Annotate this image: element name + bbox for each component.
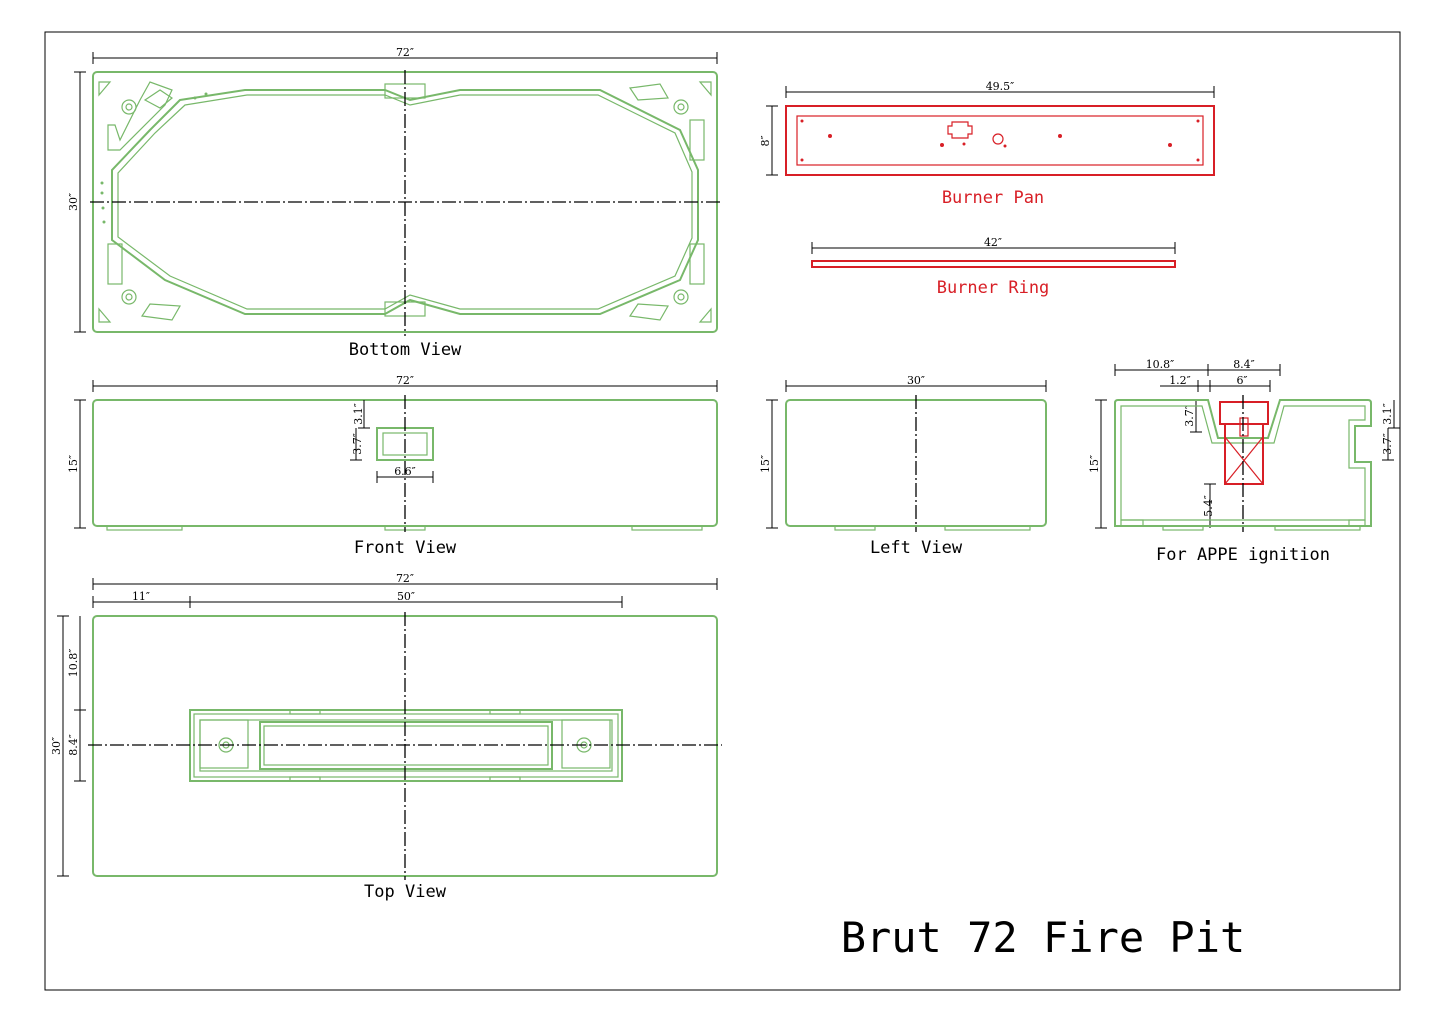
- appe-ignition-view: 10.8″ 8.4″ 1.2″ 6″ 15″ 3.7″ 5.4″ 3.1″ 3.…: [1088, 358, 1400, 565]
- front-view: 72″ 15″ 3.1″ 3.7″ 6.6″ Front View: [67, 374, 718, 558]
- bottom-depth-label: 30″: [67, 193, 80, 211]
- burner-ring-caption: Burner Ring: [937, 278, 1050, 298]
- drawing-title: Brut 72 Fire Pit: [841, 913, 1246, 962]
- appe-depth-left-label: 3.7″: [1183, 405, 1196, 427]
- appe-height-label: 15″: [1088, 455, 1101, 473]
- bottom-view: 72″ 30″ Bottom View: [67, 46, 722, 360]
- front-view-caption: Front View: [354, 538, 457, 558]
- front-slot-top-label: 3.1″: [352, 403, 365, 425]
- left-height-label: 15″: [759, 455, 772, 473]
- burner-ring-view: 42″ Burner Ring: [811, 236, 1176, 298]
- bottom-width-label: 72″: [396, 46, 414, 59]
- burner-pan-length-label: 49.5″: [986, 80, 1015, 93]
- left-view: 30″ 15″ Left View: [759, 374, 1047, 558]
- top-burner-length-label: 50″: [397, 590, 415, 603]
- top-burner-width-label: 8.4″: [67, 734, 80, 756]
- appe-step-label: 1.2″: [1169, 374, 1191, 387]
- appe-right-offset-label: 8.4″: [1233, 358, 1255, 371]
- appe-right-top-label: 3.1″: [1381, 403, 1394, 425]
- top-view: 72″ 11″ 50″ 30″ 10.8″ 8.4″ Top View: [50, 572, 722, 902]
- appe-caption: For APPE ignition: [1156, 545, 1330, 565]
- appe-left-offset-label: 10.8″: [1146, 358, 1175, 371]
- top-offset-label: 11″: [132, 590, 150, 603]
- front-slot-height-label: 3.7″: [351, 433, 364, 455]
- burner-pan-view: 49.5″ 8″ Burner Pan: [759, 80, 1215, 208]
- appe-right-height-label: 3.7″: [1381, 433, 1394, 455]
- burner-ring-length-label: 42″: [984, 236, 1002, 249]
- sheet-border: [44, 31, 1401, 991]
- front-height-label: 15″: [67, 455, 80, 473]
- burner-pan-caption: Burner Pan: [942, 188, 1044, 208]
- left-width-label: 30″: [907, 374, 925, 387]
- bottom-view-caption: Bottom View: [349, 340, 462, 360]
- appe-lower-label: 5.4″: [1202, 495, 1215, 517]
- top-front-offset-label: 10.8″: [67, 649, 80, 678]
- front-width-label: 72″: [396, 374, 414, 387]
- burner-pan-width-label: 8″: [759, 135, 772, 146]
- appe-opening-label: 6″: [1236, 374, 1247, 387]
- top-width-label: 72″: [396, 572, 414, 585]
- left-view-caption: Left View: [870, 538, 963, 558]
- top-view-caption: Top View: [364, 882, 447, 902]
- top-depth-label: 30″: [50, 737, 63, 755]
